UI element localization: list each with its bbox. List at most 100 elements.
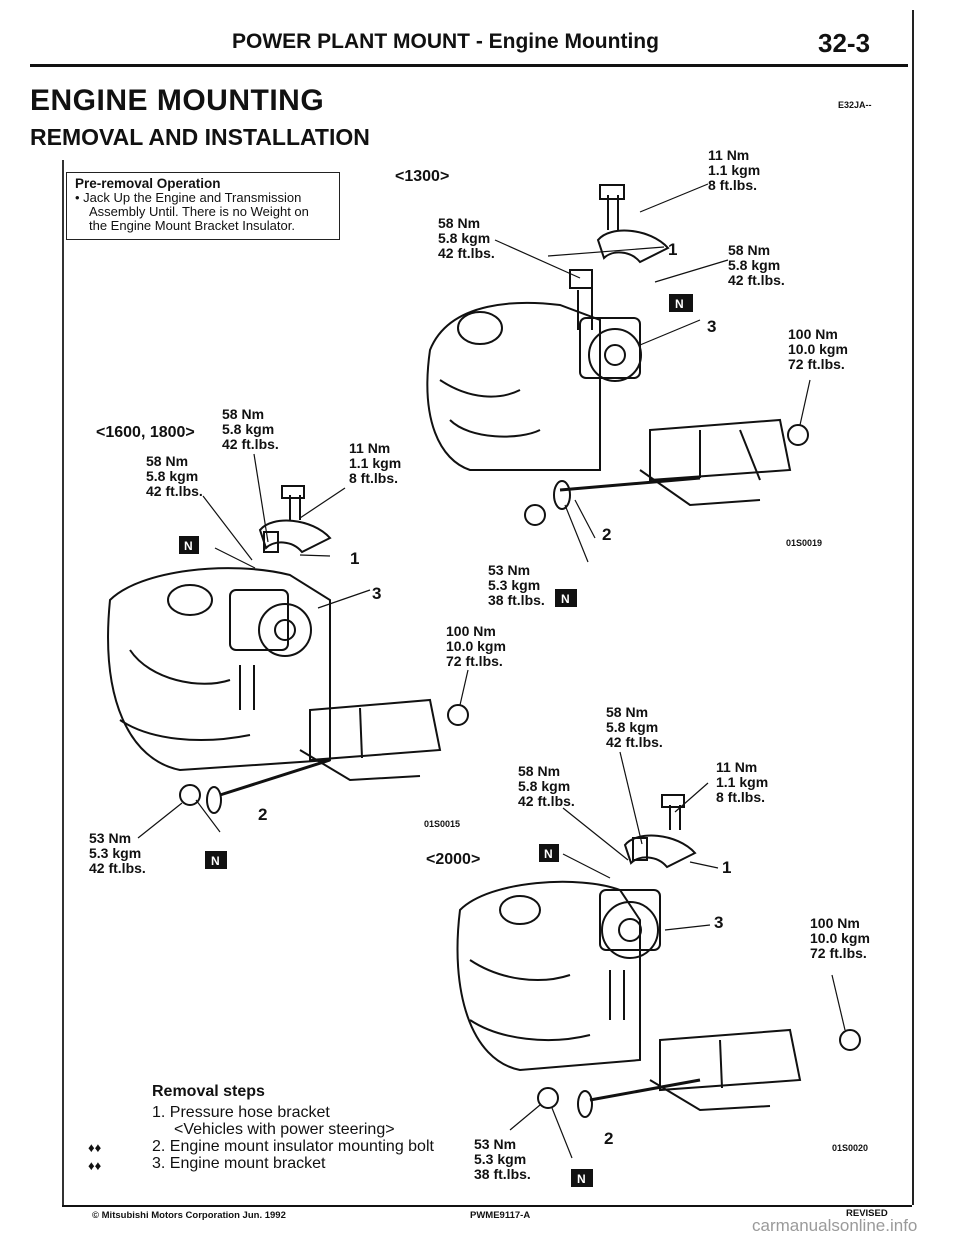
removal-steps: Removal steps 1. Pressure hose bracket <… [152,1083,452,1172]
torque-kgm: 5.8 kgm [222,421,275,437]
torque-ftlbs: 42 ft.lbs. [606,734,663,750]
pre-removal-box: Pre-removal Operation • Jack Up the Engi… [66,172,340,240]
torque-ftlbs: 8 ft.lbs. [716,789,766,805]
callout-1: 1 [668,240,678,259]
torque-kgm: 5.8 kgm [146,468,199,484]
torque-ftlbs: 72 ft.lbs. [810,945,867,961]
variant-label-1300: <1300> [395,168,450,185]
callout-3: 3 [714,913,724,932]
torque-ftlbs: 42 ft.lbs. [222,436,279,452]
figure-code: 01S0020 [832,1143,869,1153]
torque-spec-upper-bolt: 11 Nm 1.1 kgm 8 ft.lbs. [716,760,768,805]
figure-code: 01S0019 [786,538,823,548]
right-margin-rule [912,10,914,1205]
watermark: carmanualsonline.info [752,1216,918,1235]
variant-label-1600-1800: <1600, 1800> [96,424,195,441]
torque-ftlbs: 42 ft.lbs. [438,245,495,261]
page-subtitle: REMOVAL AND INSTALLATION [30,124,370,150]
torque-spec-left-nut: 58 Nm 5.8 kgm 42 ft.lbs. [438,216,495,261]
callout-3: 3 [707,317,717,336]
callout-2: 2 [258,805,268,824]
engine-mount-diagram-2000 [456,751,861,1187]
torque-kgm: 10.0 kgm [446,638,506,654]
variant-label-2000: <2000> [426,851,481,868]
torque-nm: 100 Nm [810,915,860,931]
svg-text:N: N [544,847,553,861]
torque-ftlbs: 38 ft.lbs. [474,1166,531,1182]
torque-kgm: 5.8 kgm [606,719,659,735]
svg-text:N: N [675,297,684,311]
header-section-title: POWER PLANT MOUNT - Engine Mounting [232,30,659,53]
torque-ftlbs: 42 ft.lbs. [89,860,146,876]
torque-kgm: 10.0 kgm [788,341,848,357]
torque-ftlbs: 42 ft.lbs. [728,272,785,288]
callout-2: 2 [604,1129,614,1148]
torque-nm: 53 Nm [89,830,132,846]
torque-spec-left-nut: 58 Nm 5.8 kgm 42 ft.lbs. [518,764,575,809]
callout-1: 1 [722,858,732,877]
removal-step-note: <Vehicles with power steering> [174,1121,395,1138]
torque-kgm: 1.1 kgm [716,774,769,790]
torque-kgm: 5.3 kgm [474,1151,527,1167]
torque-ftlbs: 8 ft.lbs. [349,470,399,486]
header-rule [30,64,908,67]
torque-nm: 58 Nm [438,215,481,231]
svg-text:N: N [561,592,570,606]
torque-nm: 58 Nm [728,242,771,258]
torque-spec-right-nut: 58 Nm 5.8 kgm 42 ft.lbs. [728,243,785,288]
torque-spec-top-nut: 58 Nm 5.8 kgm 42 ft.lbs. [606,705,663,750]
footer-rule [62,1205,912,1207]
removal-step-marker: ♦♦ [88,1158,102,1173]
torque-kgm: 5.8 kgm [728,257,781,273]
torque-kgm: 1.1 kgm [349,455,402,471]
torque-kgm: 5.3 kgm [488,577,541,593]
engine-mount-diagram-1600-1800 [107,453,469,869]
figure-code: 01S0015 [424,819,461,829]
torque-spec-frame-nut: 100 Nm 10.0 kgm 72 ft.lbs. [788,327,848,372]
title-code: E32JA-- [838,100,872,110]
pre-removal-line: Assembly Until. There is no Weight on [89,204,309,219]
removal-step-marker: ♦♦ [88,1140,102,1155]
torque-nm: 11 Nm [708,147,750,163]
torque-nm: 11 Nm [716,759,758,775]
torque-spec-upper-bolt: 11 Nm 1.1 kgm 8 ft.lbs. [349,441,401,486]
torque-kgm: 5.3 kgm [89,845,142,861]
callout-2: 2 [602,525,612,544]
removal-step: 2. Engine mount insulator mounting bolt [152,1138,434,1155]
torque-nm: 11 Nm [349,440,391,456]
footer-copyright: © Mitsubishi Motors Corporation Jun. 199… [92,1210,286,1221]
torque-ftlbs: 8 ft.lbs. [708,177,758,193]
torque-spec-frame-nut: 100 Nm 10.0 kgm 72 ft.lbs. [446,624,506,669]
torque-kgm: 1.1 kgm [708,162,761,178]
torque-nm: 100 Nm [446,623,496,639]
callout-3: 3 [372,584,382,603]
torque-kgm: 5.8 kgm [518,778,571,794]
removal-step: 3. Engine mount bracket [152,1155,326,1172]
removal-steps-title: Removal steps [152,1083,265,1100]
svg-text:N: N [184,539,193,553]
torque-kgm: 10.0 kgm [810,930,870,946]
torque-ftlbs: 42 ft.lbs. [518,793,575,809]
left-margin-rule [62,160,64,1205]
page-title: ENGINE MOUNTING [30,84,325,117]
svg-text:N: N [211,854,220,868]
torque-spec-lower-nut: 53 Nm 5.3 kgm 38 ft.lbs. [474,1137,531,1182]
torque-nm: 58 Nm [222,406,265,422]
torque-nm: 53 Nm [488,562,531,578]
torque-spec-left-nut: 58 Nm 5.8 kgm 42 ft.lbs. [146,454,203,499]
footer-doc-id: PWME9117-A [470,1210,531,1221]
pre-removal-line: the Engine Mount Bracket Insulator. [89,218,295,233]
torque-kgm: 5.8 kgm [438,230,491,246]
torque-spec-frame-nut: 100 Nm 10.0 kgm 72 ft.lbs. [810,916,870,961]
torque-spec-lower-nut: 53 Nm 5.3 kgm 42 ft.lbs. [89,831,146,876]
torque-nm: 58 Nm [146,453,189,469]
torque-nm: 58 Nm [518,763,561,779]
torque-spec-top-nut: 58 Nm 5.8 kgm 42 ft.lbs. [222,407,279,452]
torque-nm: 100 Nm [788,326,838,342]
pre-removal-title: Pre-removal Operation [75,176,221,191]
callout-1: 1 [350,549,360,568]
svg-text:N: N [577,1172,586,1186]
torque-ftlbs: 38 ft.lbs. [488,592,545,608]
torque-spec-upper-bolt: 11 Nm 1.1 kgm 8 ft.lbs. [708,148,760,193]
